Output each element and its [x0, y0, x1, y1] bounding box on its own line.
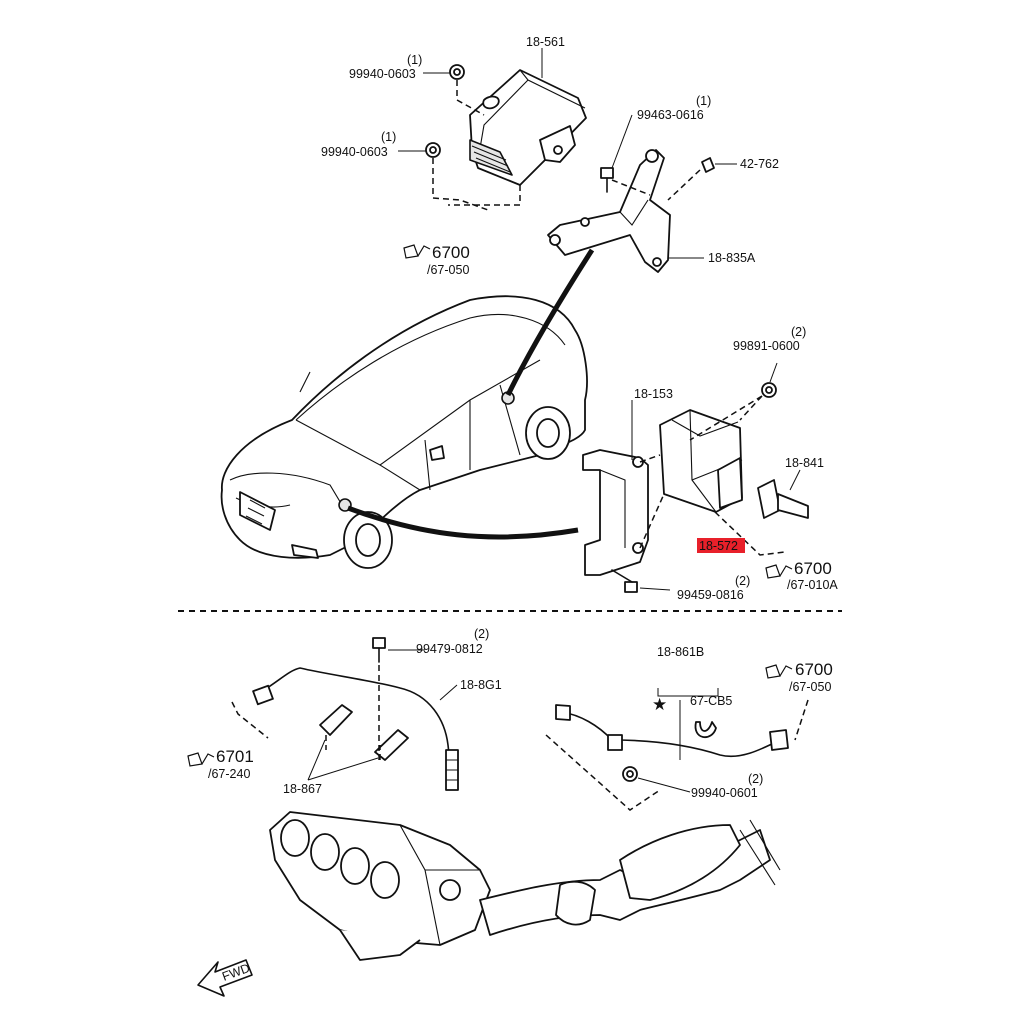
exhaust-pipe [479, 819, 781, 936]
module-18-572 [659, 409, 743, 513]
book-reference-icon [765, 664, 793, 679]
book-reference-icon [403, 244, 431, 259]
bolt-99459 [611, 569, 638, 593]
nut-upper [449, 64, 465, 80]
highlight-18-572 [697, 538, 745, 553]
label-bracket-18-153: 18-153 [634, 387, 673, 401]
label-18-572: 18-572 [699, 539, 738, 553]
qty-nut-99891: (2) [791, 325, 806, 339]
qty-bolt-99463: (1) [696, 94, 711, 108]
nut-99891 [761, 382, 777, 398]
bracket-18-867 [319, 704, 409, 761]
ref-left: 6701 /67-240 [187, 747, 254, 781]
qty-bolt-99479: (2) [474, 627, 489, 641]
label-sensor-18-8g1: 18-8G1 [460, 678, 502, 692]
qty-bolt-99459: (2) [735, 574, 750, 588]
clip-42-762 [701, 157, 715, 173]
grommet-18-841 [757, 479, 809, 519]
qty-nut-upper: (1) [407, 53, 422, 67]
star-mark: ★ [652, 695, 667, 714]
nut-lower [425, 142, 441, 158]
label-nut-99891: 99891-0600 [733, 339, 800, 353]
ref-right: 6700 /67-050 [765, 660, 833, 694]
ref-mid: 6700 /67-010A [765, 559, 838, 592]
label-sensor-18-861b: 18-861B [657, 645, 704, 659]
ref-mid-sub: /67-010A [787, 578, 838, 592]
label-clip-42-762: 42-762 [740, 157, 779, 171]
forward-arrow-icon [197, 959, 253, 997]
bolt-99463 [600, 167, 614, 193]
qty-nut-lower: (1) [381, 130, 396, 144]
bracket-18-153 [582, 449, 649, 576]
label-clip-67-cb5: 67-CB5 [690, 694, 732, 708]
ref-top-number: 6700 [432, 243, 470, 262]
ref-top: 6700 /67-050 [403, 243, 470, 277]
clip-67-cb5 [694, 721, 717, 738]
book-reference-icon [187, 752, 215, 767]
label-nut-upper: 99940-0603 [349, 67, 416, 81]
book-reference-icon [765, 564, 793, 579]
label-bolt-99479: 99479-0812 [416, 642, 483, 656]
label-bracket-18-867: 18-867 [283, 782, 322, 796]
ref-top-sub: /67-050 [427, 263, 469, 277]
ref-left-sub: /67-240 [208, 767, 250, 781]
car-illustration [220, 295, 588, 569]
label-18-561: 18-561 [526, 35, 565, 49]
sensor-18-861b [555, 704, 789, 758]
label-18-841: 18-841 [785, 456, 824, 470]
ref-mid-number: 6700 [794, 559, 832, 578]
label-nut-99940-0601: 99940-0601 [691, 786, 758, 800]
label-nut-lower: 99940-0603 [321, 145, 388, 159]
sensor-18-8g1 [252, 667, 459, 791]
qty-nut-99940-0601: (2) [748, 772, 763, 786]
label-bolt-99463: 99463-0616 [637, 108, 704, 122]
label-bracket-18-835a: 18-835A [708, 251, 756, 265]
ref-right-number: 6700 [795, 660, 833, 679]
bracket-18-835a [547, 149, 671, 273]
module-18-561 [469, 69, 587, 186]
exhaust-manifold [269, 811, 491, 961]
ref-right-sub: /67-050 [789, 680, 831, 694]
label-bolt-99459: 99459-0816 [677, 588, 744, 602]
bolt-99479 [372, 637, 386, 663]
nut-99940-0601 [622, 766, 638, 782]
ref-left-number: 6701 [216, 747, 254, 766]
